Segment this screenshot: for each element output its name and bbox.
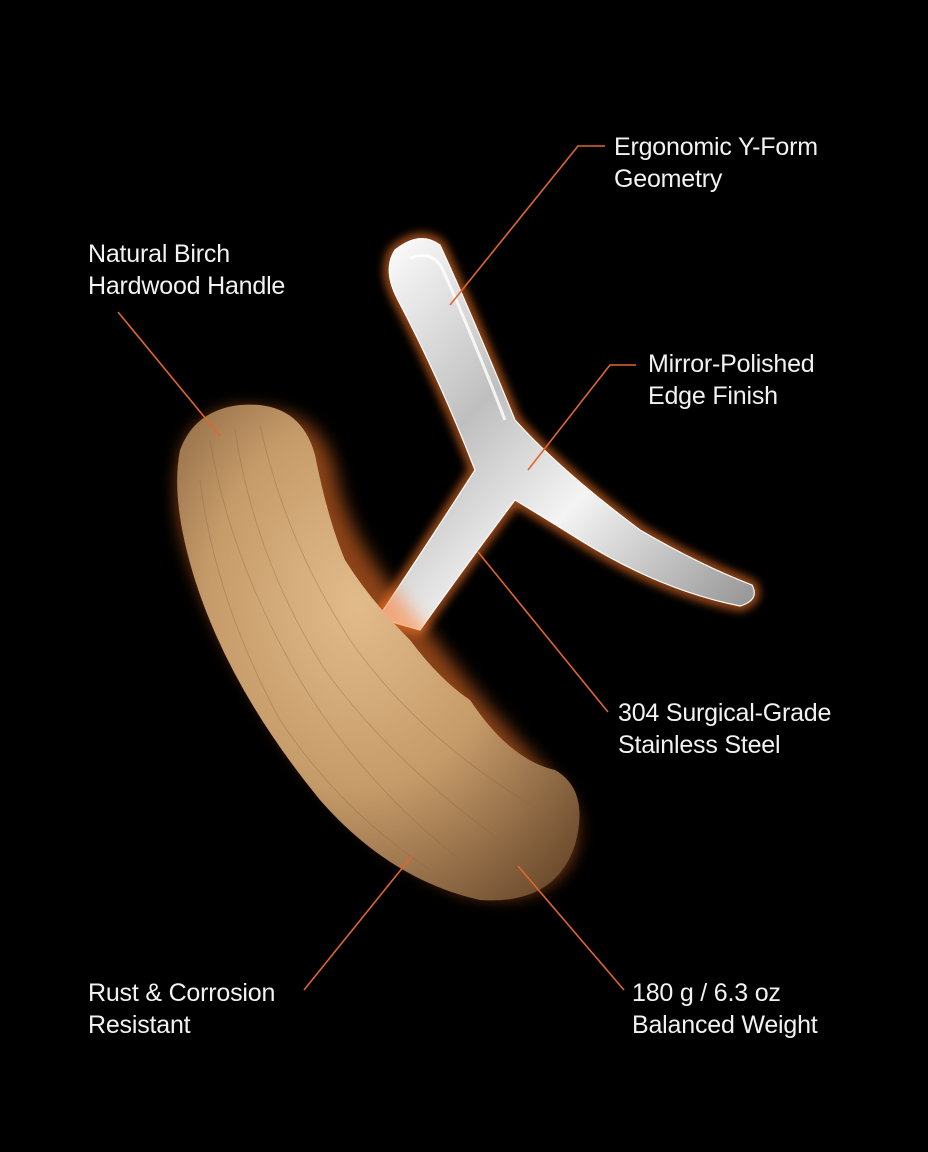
callout-birch-line-1: Natural Birch bbox=[88, 240, 230, 268]
leader-lines bbox=[117, 145, 636, 991]
steel-tool bbox=[377, 238, 755, 631]
callout-birch: Natural Birch Hardwood Handle bbox=[88, 238, 285, 302]
wood-grain bbox=[199, 424, 541, 871]
callout-rust-line-1: Rust & Corrosion bbox=[88, 979, 276, 1007]
leader-line-ergonomic bbox=[449, 145, 605, 306]
leader-line-mirror bbox=[527, 364, 636, 471]
callout-mirror-line-2: Edge Finish bbox=[648, 382, 778, 410]
callout-mirror: Mirror-Polished Edge Finish bbox=[648, 348, 815, 412]
leader-line-weight bbox=[517, 865, 625, 991]
callout-steel-line-2: Stainless Steel bbox=[618, 731, 781, 759]
callout-ergonomic-line-1: Ergonomic Y-Form bbox=[614, 133, 818, 161]
callout-mirror-line-1: Mirror-Polished bbox=[648, 350, 815, 378]
steel-highlight bbox=[409, 254, 507, 421]
callout-ergonomic: Ergonomic Y-Form Geometry bbox=[614, 131, 818, 195]
callout-steel: 304 Surgical-Grade Stainless Steel bbox=[618, 697, 831, 761]
callout-ergonomic-line-2: Geometry bbox=[614, 165, 723, 193]
leader-line-birch bbox=[117, 311, 221, 437]
callout-weight-line-2: Balanced Weight bbox=[632, 1011, 818, 1039]
leader-line-steel bbox=[477, 551, 609, 713]
callout-steel-line-1: 304 Surgical-Grade bbox=[618, 699, 832, 727]
callout-rust: Rust & Corrosion Resistant bbox=[88, 977, 275, 1041]
callout-weight-line-1: 180 g / 6.3 oz bbox=[632, 979, 781, 1007]
leader-line-rust bbox=[303, 855, 413, 991]
callout-rust-line-2: Resistant bbox=[88, 1011, 191, 1039]
callout-birch-line-2: Hardwood Handle bbox=[88, 272, 286, 300]
wooden-handle bbox=[177, 404, 580, 901]
callout-weight: 180 g / 6.3 oz Balanced Weight bbox=[632, 977, 818, 1041]
